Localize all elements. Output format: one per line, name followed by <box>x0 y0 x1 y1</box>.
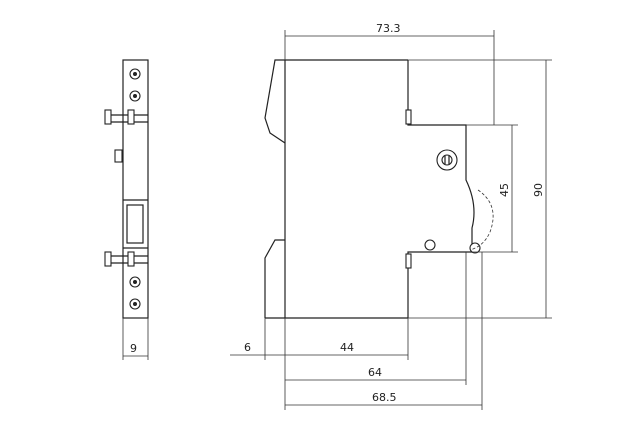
profile-view <box>230 30 552 410</box>
profile-bottom-chamfer <box>264 239 285 318</box>
dim-depth-68-5: 68.5 <box>372 391 397 404</box>
dim-overall-width: 73.3 <box>376 22 401 35</box>
side-view-body <box>122 59 149 319</box>
side-view <box>104 59 149 360</box>
profile-front <box>407 60 475 318</box>
indicator-circle <box>424 239 436 251</box>
profile-top-chamfer <box>264 59 286 144</box>
dim-depth-44: 44 <box>340 341 354 354</box>
dim-height-front: 45 <box>498 183 511 197</box>
toggle-swing-arc <box>469 189 494 251</box>
dim-depth-offset: 6 <box>244 341 251 354</box>
dim-height-total: 90 <box>532 183 545 197</box>
dim-side-width: 9 <box>130 342 137 355</box>
dim-depth-64: 64 <box>368 366 382 379</box>
